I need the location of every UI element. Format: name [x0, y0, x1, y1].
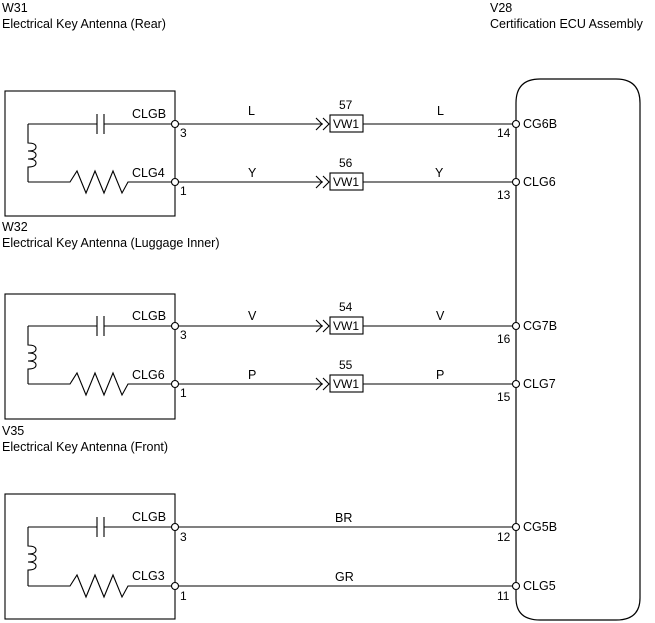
antenna-front-top-pin: 3	[180, 530, 187, 544]
ecu-terminal-label: CLG5	[523, 579, 556, 593]
resistor-icon	[28, 169, 172, 195]
antenna-luggage-bottom-pin: 1	[180, 386, 187, 400]
ecu-terminal-label: CG7B	[523, 319, 557, 333]
antenna-luggage-top-label: CLGB	[132, 309, 166, 323]
wire-color: Y	[248, 166, 257, 180]
terminal-circle	[511, 379, 521, 389]
wire	[178, 377, 513, 391]
capacitor-icon	[28, 517, 172, 537]
connector-name: VW1	[333, 117, 359, 131]
antenna-front-id: V35	[2, 424, 24, 438]
antenna-rear-box	[4, 90, 176, 217]
connector-pin: 56	[339, 156, 353, 170]
ecu-terminal-pin: 16	[497, 332, 511, 346]
antenna-front-name: Electrical Key Antenna (Front)	[2, 440, 168, 454]
terminal-circle	[170, 522, 180, 532]
terminal-circle	[511, 522, 521, 532]
antenna-luggage-bottom-label: CLG6	[132, 368, 165, 382]
antenna-rear-name: Electrical Key Antenna (Rear)	[2, 17, 166, 31]
terminal-circle	[170, 177, 180, 187]
connector-name: VW1	[333, 319, 359, 333]
wire-color: P	[248, 368, 256, 382]
ecu-terminal-pin: 12	[497, 530, 511, 544]
antenna-luggage-id: W32	[2, 220, 28, 234]
terminal-circle	[170, 119, 180, 129]
antenna-front-bottom-label: CLG3	[132, 569, 165, 583]
inline-connector	[329, 172, 364, 191]
antenna-front: V35 Electrical Key Antenna (Front) CLGB …	[2, 424, 513, 620]
ecu-id: V28	[490, 1, 512, 15]
ecu-terminal-pin: 15	[497, 390, 511, 404]
wire-color: BR	[335, 511, 352, 525]
antenna-rear: W31 Electrical Key Antenna (Rear) CLGB C…	[2, 1, 513, 217]
ecu-terminal-label: CG5B	[523, 520, 557, 534]
terminal-circle	[511, 581, 521, 591]
ecu-name: Certification ECU Assembly	[490, 17, 644, 31]
ecu-body	[515, 78, 641, 621]
connector-arrow	[315, 319, 323, 333]
wire-color: L	[437, 104, 444, 118]
antenna-front-box	[4, 493, 176, 620]
terminal-circle	[511, 321, 521, 331]
antenna-front-top-label: CLGB	[132, 510, 166, 524]
wire-color: L	[248, 104, 255, 118]
antenna-rear-top-pin: 3	[180, 126, 187, 140]
ecu-terminals: CG6B 14 CLG6 13 CG7B 16 CLG7 15 CG5B 12 …	[497, 117, 557, 603]
ecu-terminal-label: CLG6	[523, 175, 556, 189]
resistor-icon	[28, 371, 172, 397]
connector-pin: 57	[339, 98, 353, 112]
ecu-terminal-pin: 14	[497, 126, 511, 140]
ecu-terminal-label: CLG7	[523, 377, 556, 391]
antenna-luggage-name: Electrical Key Antenna (Luggage Inner)	[2, 236, 220, 250]
ecu-terminal-label: CG6B	[523, 117, 557, 131]
antenna-luggage-top-pin: 3	[180, 328, 187, 342]
connector-arrow	[315, 377, 323, 391]
connector-arrow	[315, 117, 323, 131]
wire-color: V	[436, 309, 445, 323]
antenna-front-bottom-pin: 1	[180, 589, 187, 603]
inline-connector	[329, 316, 364, 335]
wire	[178, 117, 513, 131]
wire-color: V	[248, 309, 257, 323]
antenna-rear-bottom-pin: 1	[180, 184, 187, 198]
resistor-icon	[28, 573, 172, 599]
inline-connector	[329, 374, 364, 393]
ecu-terminal-pin: 13	[497, 188, 511, 202]
inline-connector	[329, 114, 364, 133]
wire-color: P	[436, 368, 444, 382]
wire-color: Y	[435, 166, 444, 180]
wire-color: GR	[335, 570, 354, 584]
capacitor-icon	[28, 114, 172, 134]
antenna-luggage-inner: W32 Electrical Key Antenna (Luggage Inne…	[2, 220, 513, 420]
terminal-circle	[170, 581, 180, 591]
capacitor-icon	[28, 316, 172, 336]
terminal-circle	[511, 177, 521, 187]
connector-name: VW1	[333, 377, 359, 391]
terminal-circle	[170, 321, 180, 331]
wire	[178, 319, 513, 333]
coil-icon	[27, 124, 37, 182]
terminal-circle	[170, 379, 180, 389]
coil-icon	[27, 527, 37, 586]
ecu-terminal-pin: 11	[497, 589, 510, 603]
connector-pin: 54	[339, 300, 353, 314]
antenna-rear-bottom-label: CLG4	[132, 166, 165, 180]
wire	[178, 175, 513, 189]
antenna-rear-id: W31	[2, 1, 28, 15]
terminal-circle	[511, 119, 521, 129]
antenna-rear-top-label: CLGB	[132, 107, 166, 121]
antenna-luggage-box	[4, 293, 176, 420]
connector-pin: 55	[339, 358, 353, 372]
connector-name: VW1	[333, 175, 359, 189]
coil-icon	[27, 326, 37, 384]
connector-arrow	[315, 175, 323, 189]
